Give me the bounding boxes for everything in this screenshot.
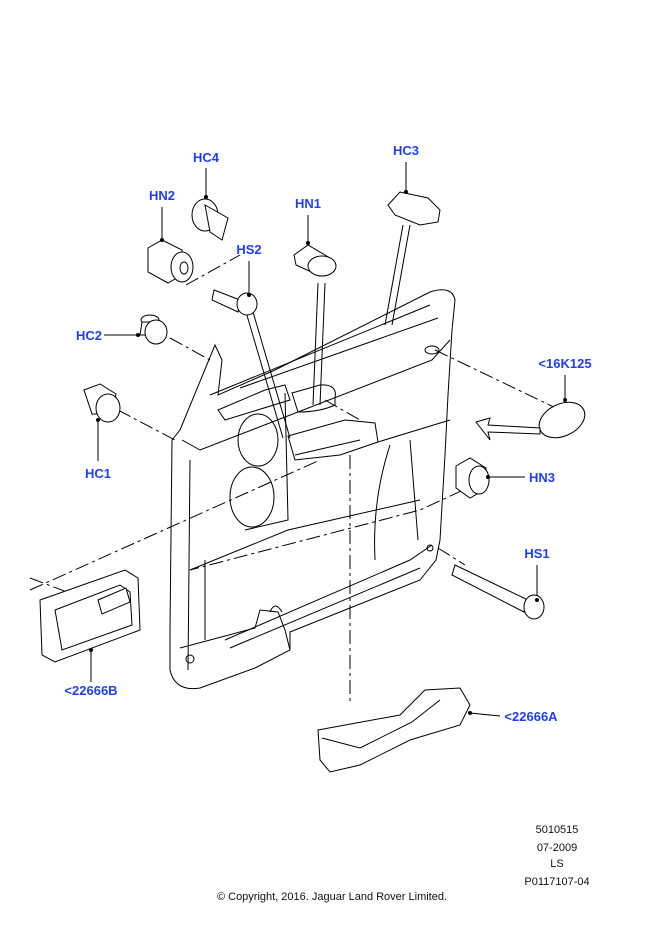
copyright-notice: © Copyright, 2016. Jaguar Land Rover Lim… xyxy=(216,891,448,903)
handle-22666b xyxy=(39,569,141,663)
diagram-date: 07-2009 xyxy=(536,842,578,854)
callout-hc3[interactable]: HC3 xyxy=(392,143,420,158)
nut-hn1 xyxy=(293,241,337,277)
clip-hc4 xyxy=(191,195,229,241)
callout-hc4[interactable]: HC4 xyxy=(192,150,220,165)
door-trim-panel xyxy=(169,289,456,690)
callout-hc1[interactable]: HC1 xyxy=(84,466,112,481)
callout-hc2[interactable]: HC2 xyxy=(75,328,103,343)
mirror-16k125 xyxy=(475,398,586,441)
clip-hc3 xyxy=(387,190,441,226)
clip-hc1 xyxy=(83,383,121,423)
callout-22666a[interactable]: <22666A xyxy=(504,709,558,724)
nut-hn2 xyxy=(147,238,194,284)
callout-hn2[interactable]: HN2 xyxy=(148,188,176,203)
callout-hn3[interactable]: HN3 xyxy=(528,470,556,485)
screw-hs2 xyxy=(211,289,258,316)
clip-hc2 xyxy=(136,314,168,345)
assembly-lines xyxy=(29,254,561,705)
screw-hs1 xyxy=(451,564,545,620)
callout-22666b[interactable]: <22666B xyxy=(64,683,118,698)
nut-hn3 xyxy=(455,457,490,499)
callout-hs2[interactable]: HS2 xyxy=(236,242,262,257)
armrest-22666a xyxy=(317,687,472,773)
illustration-number: P0117107-04 xyxy=(524,876,590,888)
model-code: LS xyxy=(550,858,564,870)
callout-hn1[interactable]: HN1 xyxy=(294,196,322,211)
reference-number: 5010515 xyxy=(535,824,579,836)
leader-lines xyxy=(90,162,566,717)
callout-hs1[interactable]: HS1 xyxy=(524,546,550,561)
callout-16k125[interactable]: <16K125 xyxy=(538,356,592,371)
